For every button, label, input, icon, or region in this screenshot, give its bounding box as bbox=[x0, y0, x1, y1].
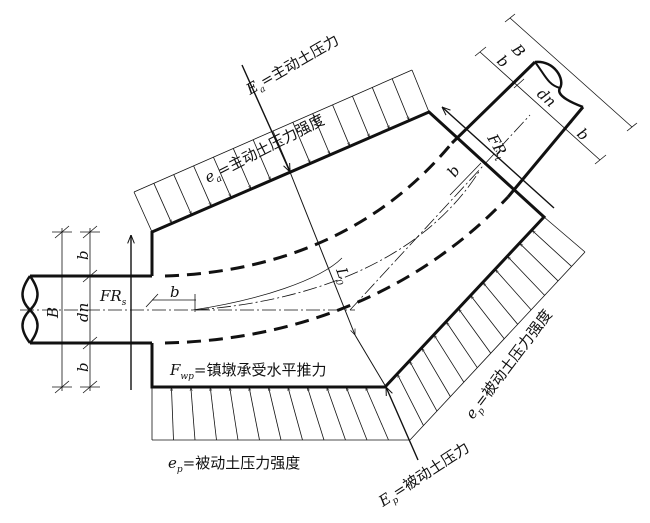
passive-load-arrow bbox=[269, 387, 282, 441]
passive-load-arrow bbox=[171, 387, 174, 441]
Ea-label: Ea=主动土压力 bbox=[242, 31, 343, 102]
dim-b-curve: b bbox=[444, 162, 464, 180]
passive-load-arrow bbox=[191, 387, 196, 441]
FRs-label: FRs bbox=[99, 287, 127, 308]
FRt-force-arrow bbox=[442, 107, 555, 209]
active-load-arrow bbox=[332, 104, 351, 146]
dim-B-left: B bbox=[44, 307, 62, 319]
right-pipe bbox=[450, 60, 585, 198]
passive-load-arrow bbox=[520, 243, 559, 282]
active-pressure-load bbox=[133, 69, 430, 233]
FRt-label: FRt bbox=[480, 130, 512, 164]
Fwp-label: Fwp=镇墩承受水平推力 bbox=[169, 361, 326, 382]
passive-load-arrow bbox=[422, 348, 451, 397]
passive-load-arrow bbox=[458, 309, 492, 354]
passive-load-arrow bbox=[230, 387, 239, 441]
passive-load-arrow bbox=[249, 387, 260, 441]
dim-b-left-top: b bbox=[74, 250, 92, 260]
dim-dn-right: dn bbox=[533, 85, 559, 111]
Ea-force-arrow bbox=[241, 64, 291, 172]
Ep-force-line bbox=[385, 387, 419, 461]
dim-b-right-top: b bbox=[493, 52, 512, 72]
L0-line bbox=[289, 171, 356, 335]
passive-load-arrow bbox=[434, 335, 465, 383]
passive-load-arrow bbox=[326, 387, 346, 441]
passive-load-arrow bbox=[532, 230, 572, 267]
centerline-right bbox=[349, 114, 531, 311]
dim-b-right-bottom: b bbox=[573, 125, 592, 145]
passive-load-arrow bbox=[446, 322, 478, 368]
active-load-arrow bbox=[153, 183, 173, 223]
active-load-arrow bbox=[292, 122, 311, 163]
ep-right-label: ep=被动土压力强度 bbox=[462, 306, 558, 424]
passive-load-arrow bbox=[287, 387, 303, 441]
active-load-arrow bbox=[371, 87, 390, 129]
active-load-arrow bbox=[232, 148, 252, 189]
passive-load-arrow bbox=[471, 295, 505, 340]
passive-pressure-load-right bbox=[396, 216, 586, 441]
ep-bottom-label: ep=被动土压力强度 bbox=[168, 454, 300, 475]
passive-load-arrow bbox=[483, 282, 518, 325]
active-load-arrow bbox=[173, 174, 192, 215]
active-load-arrow bbox=[213, 156, 232, 198]
passive-load-arrow bbox=[409, 361, 438, 412]
passive-pressure-load-bottom bbox=[151, 387, 410, 441]
left-dimensions bbox=[52, 225, 196, 394]
pipe-inner-dashed-bottom bbox=[164, 195, 510, 345]
passive-load-arrow bbox=[396, 374, 424, 426]
active-load-arrow bbox=[193, 165, 212, 206]
dim-b-left-bottom: b bbox=[74, 362, 92, 372]
active-load-arrow bbox=[352, 95, 371, 138]
passive-load-arrow bbox=[495, 269, 532, 311]
passive-load-arrow bbox=[365, 387, 389, 441]
centerline-curve bbox=[194, 169, 481, 311]
active-load-arrow bbox=[391, 78, 410, 121]
dim-b-inner: b bbox=[170, 283, 180, 301]
L0-label: L0 bbox=[329, 264, 355, 287]
Ep-label: Ep=被动土压力 bbox=[375, 438, 475, 513]
radius-arc bbox=[192, 257, 343, 311]
active-load-arrow bbox=[252, 139, 272, 181]
active-load-arrow bbox=[272, 130, 291, 172]
ea-label: ea=主动土压力强度 bbox=[202, 111, 329, 190]
passive-load-arrow bbox=[306, 387, 325, 441]
active-load-arrow bbox=[312, 113, 331, 155]
passive-load-arrow bbox=[345, 387, 368, 441]
passive-load-arrow bbox=[507, 256, 545, 296]
pipe-inner-dashed-top bbox=[164, 142, 454, 278]
passive-load-arrow bbox=[210, 387, 217, 441]
dim-dn-left: dn bbox=[74, 303, 92, 322]
right-dimensions bbox=[449, 13, 638, 196]
